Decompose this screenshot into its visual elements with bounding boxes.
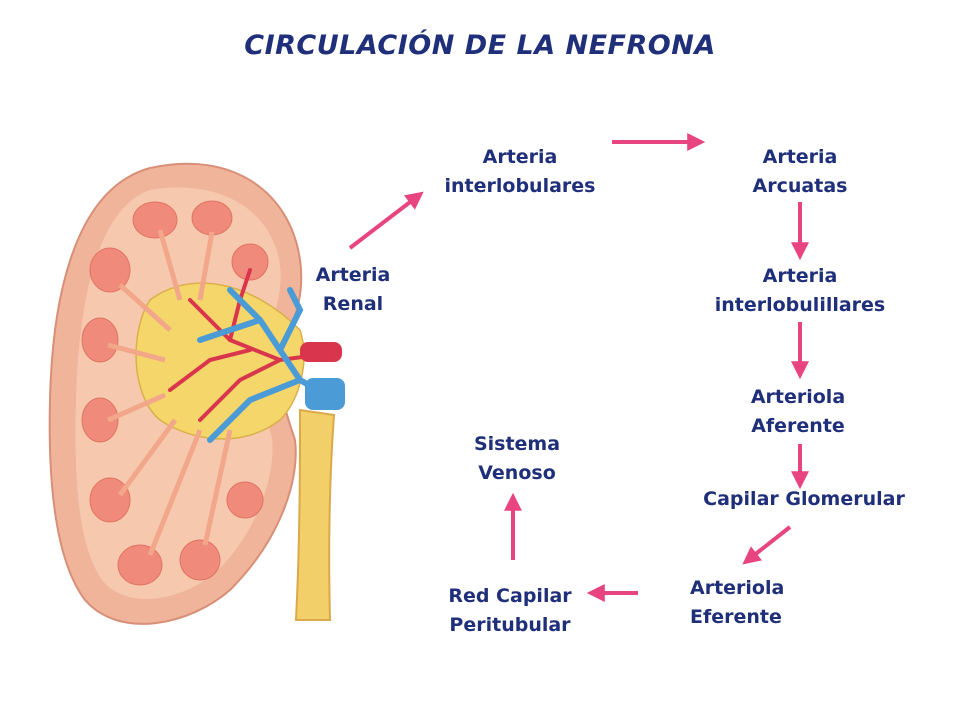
- node-arteria-renal: Arteria Renal: [315, 264, 391, 315]
- arrow-renal-to-interlobulares: [348, 191, 424, 250]
- node-arteriola-eferente: Arteriola Eferente: [690, 577, 785, 628]
- node-arteria-interlobulillares: Arteria interlobulillares: [714, 265, 886, 316]
- node-capilar-glomerular: Capilar Glomerular: [703, 488, 905, 510]
- node-sistema-venoso: Sistema Venoso: [473, 433, 561, 484]
- node-arteria-arcuatas: Arteria Arcuatas: [752, 146, 848, 197]
- page-title: CIRCULACIÓN DE LA NEFRONA: [244, 30, 716, 61]
- arrow-glomerular-to-eferente: [742, 525, 792, 565]
- node-red-capilar-peritubular: Red Capilar Peritubular: [448, 585, 572, 636]
- node-arteriola-aferente: Arteriola Aferente: [750, 386, 846, 437]
- node-arteria-interlobulares: Arteria interlobulares: [444, 146, 596, 197]
